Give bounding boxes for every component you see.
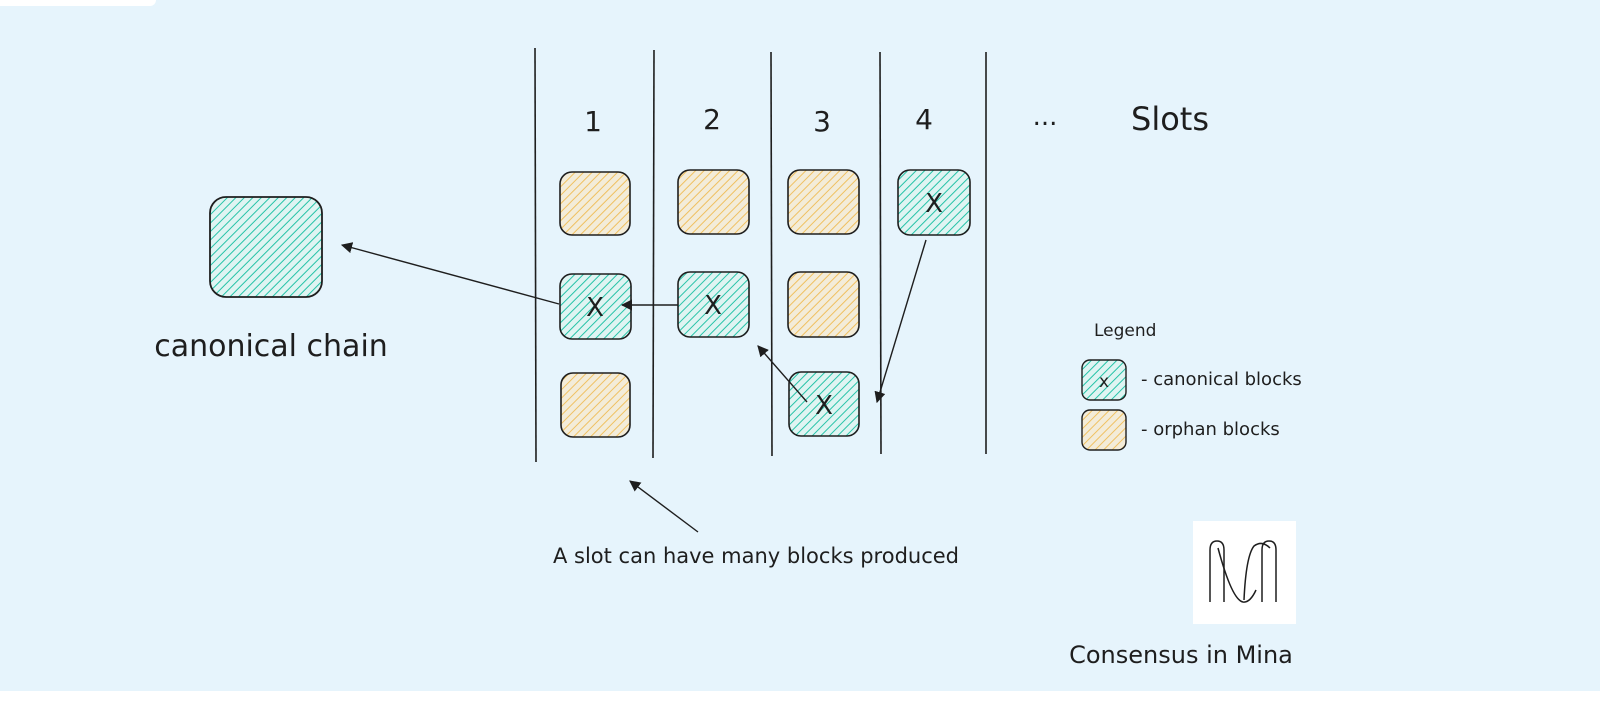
arrow-slot4-to-slot3 [874,239,927,404]
canonical-block-mark: X [815,391,833,421]
slot-divider-line [534,47,537,463]
slot-label-2: 2 [703,103,721,136]
orphan-block [787,271,860,338]
legend-canonical-label: - canonical blocks [1141,369,1302,390]
legend: Legend x - canonical blocks - orphan blo… [1081,321,1302,451]
arrow-slot1-to-chain [340,242,560,305]
slot-divider-line [770,51,773,457]
slot-divider-line [652,49,655,459]
slot-label-4: 4 [915,103,933,136]
canonical-block [897,169,971,236]
arrows [340,239,927,533]
legend-canonical-swatch [1081,359,1127,401]
arrow-annotation [629,480,699,533]
slots-title: Slots [1131,100,1209,138]
slot-label-ellipsis: ... [1033,102,1058,132]
slot-label-1: 1 [584,105,602,138]
canonical-block [788,371,860,437]
legend-orphan-swatch [1081,409,1127,451]
orphan-block [787,169,860,235]
canonical-chain-label: canonical chain [154,329,388,364]
mina-logo-icon [1209,540,1277,603]
legend-title: Legend [1094,321,1156,341]
legend-orphan-label: - orphan blocks [1141,419,1280,440]
slot-4-blocks: X [897,169,971,236]
slot-3-blocks: X [787,169,860,437]
bottom-edge [0,691,1600,705]
slot-label-3: 3 [813,105,831,138]
annotation-text: A slot can have many blocks produced [553,544,959,568]
caption: Consensus in Mina [1069,641,1293,669]
canonical-chain-block [209,196,323,298]
canonical-block-mark: X [925,189,943,219]
canonical-block-mark: X [704,291,722,321]
orphan-block [560,372,631,438]
orphan-block [677,169,750,235]
mina-logo [1193,521,1296,624]
top-toolbar-edge [0,0,156,6]
slot-2-blocks: X [677,169,750,338]
arrow-slot3-to-slot2 [757,345,808,403]
canonical-block-mark: X [586,293,604,323]
slot-1-blocks: X [559,171,632,438]
legend-canonical-mark: x [1099,372,1109,392]
orphan-block [559,171,631,236]
slot-labels: 1 2 3 4 ... Slots [584,100,1209,138]
